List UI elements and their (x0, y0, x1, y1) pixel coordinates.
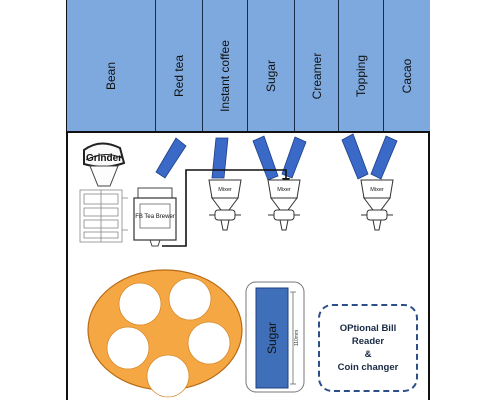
cup-slot-3 (106, 326, 150, 370)
cups-layer (106, 277, 231, 398)
brewer-unit (79, 189, 128, 243)
chute-topping (341, 133, 369, 180)
cup-slot-4 (187, 321, 231, 365)
grinder-icon: Grinder (83, 142, 126, 187)
grinder-label: Grinder (86, 153, 122, 164)
cup-slot-1 (118, 282, 162, 326)
mixer-label-3: Mixer (370, 187, 384, 193)
chute-cacao (370, 135, 398, 180)
cup-slot-5 (146, 354, 190, 398)
chute-group (155, 133, 398, 181)
mixer-2: Mixer (267, 179, 301, 231)
bill-reader-line-3: & (364, 349, 372, 360)
tea-brewer-label: FB Tea Brewer (135, 214, 175, 220)
chute-red-tea (155, 137, 187, 179)
canister-topping: Topping (339, 0, 384, 131)
sugar-stick: Sugar 110mm (245, 281, 305, 393)
mixers-layer: Mixer Mixer Mixer (208, 179, 394, 231)
chute-instant-coffee (211, 137, 229, 179)
bill-reader-line-4: Coin changer (337, 362, 399, 373)
water-line (162, 169, 287, 247)
bill-reader-box: OPtional Bill Reader & Coin changer (318, 304, 418, 392)
canister-bean: Bean (67, 0, 156, 131)
tea-brewer: FB Tea Brewer (133, 187, 177, 247)
cup-tray (87, 269, 243, 398)
canister-red-tea: Red tea (156, 0, 203, 131)
mixer-label-1: Mixer (218, 187, 232, 193)
canister-sugar: Sugar (248, 0, 295, 131)
canister-instant-coffee: Instant coffee (203, 0, 248, 131)
machine-frame (66, 0, 430, 400)
mixer-label-2: Mixer (277, 187, 291, 193)
chute-creamer (281, 136, 307, 179)
sugar-stick-dimension: 110mm (294, 330, 300, 346)
bill-reader-line-2: Reader (351, 336, 385, 347)
cup-slot-2 (168, 277, 212, 321)
mixer-3: Mixer (360, 179, 394, 231)
canister-creamer: Creamer (295, 0, 339, 131)
canister-row: Bean Red tea Instant coffee Sugar Creame… (67, 0, 430, 133)
sugar-stick-label: Sugar (265, 322, 279, 354)
chute-sugar (252, 135, 279, 181)
bill-reader-line-1: OPtional Bill (339, 323, 397, 334)
mixer-1: Mixer (208, 179, 242, 231)
